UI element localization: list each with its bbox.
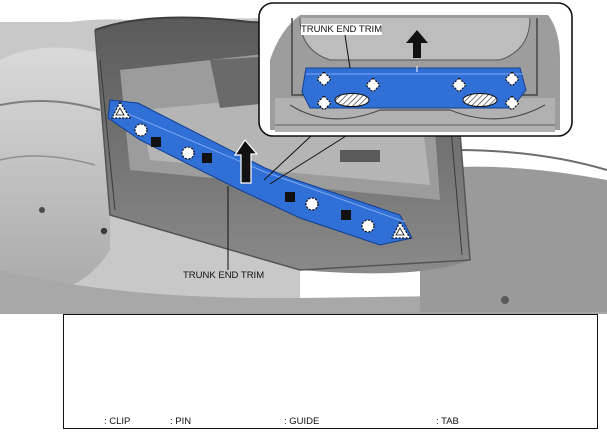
legend-pin-label: : PIN	[170, 416, 192, 427]
legend-tab-label: : TAB	[436, 416, 459, 427]
callout-leader-left	[263, 135, 312, 181]
removal-arrow-inset	[406, 30, 428, 58]
main-trim-label: TRUNK END TRIM	[183, 270, 265, 281]
clip-marker-2	[181, 146, 195, 160]
clip-marker-3	[305, 197, 319, 211]
pin-marker-4	[341, 210, 351, 220]
legend-clip-label: : CLIP	[104, 416, 131, 427]
inset-detail	[258, 2, 573, 137]
clip-marker-1	[134, 123, 148, 137]
tab-marker-left	[111, 100, 132, 119]
guide-markers-inset	[316, 71, 520, 111]
pin-marker-1	[151, 137, 161, 147]
tab-marker-right	[391, 220, 412, 239]
legend-guide-label: : GUIDE	[284, 416, 320, 427]
inset-trim-label: TRUNK END TRIM	[301, 24, 383, 35]
clip-marker-4	[361, 219, 375, 233]
pin-marker-3	[285, 192, 295, 202]
legend-panel	[63, 314, 598, 429]
pin-marker-2	[202, 153, 212, 163]
removal-arrow-main	[233, 139, 259, 184]
callout-leader-right	[269, 135, 347, 185]
